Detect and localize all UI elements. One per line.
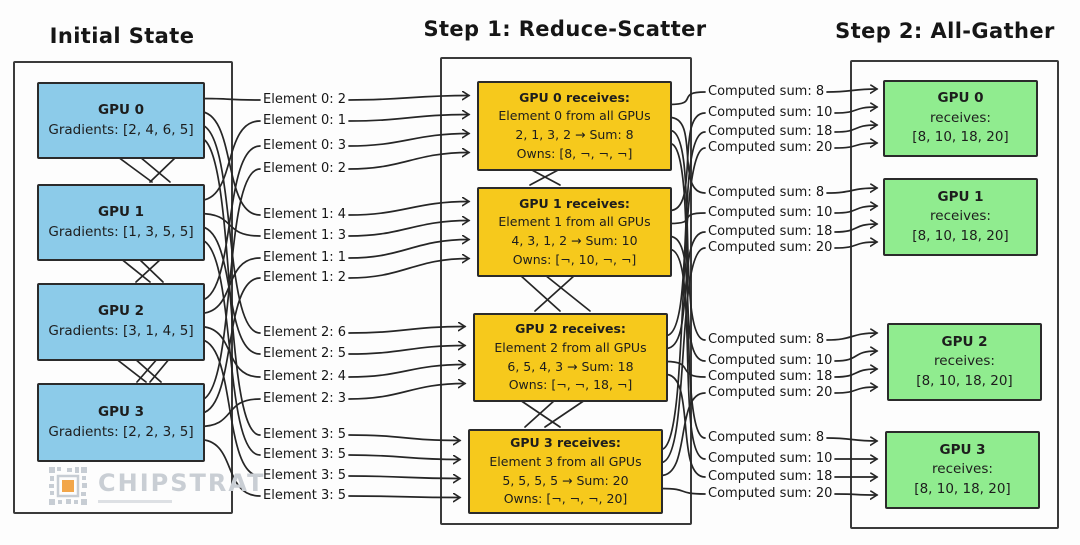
gather-box-name: GPU 0 xyxy=(937,90,984,107)
gpu-box-initial: GPU 1 Gradients: [1, 3, 5, 5] xyxy=(37,184,205,261)
reduce-box: GPU 1 receives: Element 1 from all GPUs … xyxy=(477,187,672,277)
gpu-gradients: Gradients: [2, 2, 3, 5] xyxy=(48,423,194,440)
computed-sum-label: Computed sum: 18 xyxy=(708,369,833,384)
all-gather-frame xyxy=(850,60,1059,529)
element-label: Element 3: 5 xyxy=(263,447,347,462)
computed-sum-label: Computed sum: 10 xyxy=(708,205,833,220)
element-label: Element 1: 2 xyxy=(263,270,347,285)
computed-sum-label: Computed sum: 10 xyxy=(708,105,833,120)
element-label: Element 0: 2 xyxy=(263,161,347,176)
gather-box-line: receives: xyxy=(932,461,993,478)
chipstrat-logo: CHIPSTRAT xyxy=(48,466,265,506)
element-label: Element 1: 1 xyxy=(263,250,347,265)
reduce-box-line: Element 1 from all GPUs xyxy=(498,214,651,230)
gather-box-line: [8, 10, 18, 20] xyxy=(914,480,1011,497)
gpu-name: GPU 0 xyxy=(97,101,145,118)
gather-box-name: GPU 3 xyxy=(939,441,986,458)
gather-box: GPU 3 receives: [8, 10, 18, 20] xyxy=(885,431,1040,509)
gpu-name: GPU 3 xyxy=(97,403,145,420)
reduce-box-title: GPU 3 receives: xyxy=(510,435,621,450)
computed-sum-label: Computed sum: 10 xyxy=(708,451,833,466)
element-label: Element 2: 6 xyxy=(263,325,347,340)
gpu-gradients: Gradients: [3, 1, 4, 5] xyxy=(48,323,194,339)
computed-sum-label: Computed sum: 20 xyxy=(708,385,833,400)
reduce-box-line: 5, 5, 5, 5 → Sum: 20 xyxy=(502,472,629,488)
computed-sum-label: Computed sum: 20 xyxy=(708,140,833,155)
gather-box-line: receives: xyxy=(934,353,995,370)
gather-box-line: receives: xyxy=(930,208,991,225)
element-label: Element 1: 4 xyxy=(263,207,347,222)
reduce-box: GPU 0 receives: Element 0 from all GPUs … xyxy=(477,81,672,171)
gather-box: GPU 2 receives: [8, 10, 18, 20] xyxy=(887,323,1042,401)
gpu-name: GPU 2 xyxy=(97,303,145,320)
reduce-box-line: Owns: [¬, ¬, 18, ¬] xyxy=(508,377,633,393)
element-label: Element 2: 5 xyxy=(263,346,347,361)
gather-box-line: [8, 10, 18, 20] xyxy=(916,372,1013,389)
gather-box-line: [8, 10, 18, 20] xyxy=(912,129,1009,146)
gather-box-line: [8, 10, 18, 20] xyxy=(912,227,1009,244)
gpu-box-initial: GPU 2 Gradients: [3, 1, 4, 5] xyxy=(37,283,205,361)
computed-sum-label: Computed sum: 8 xyxy=(708,185,825,200)
gpu-box-initial: GPU 3 Gradients: [2, 2, 3, 5] xyxy=(37,383,205,462)
element-label: Element 3: 5 xyxy=(263,427,347,442)
element-label: Element 2: 4 xyxy=(263,369,347,384)
computed-sum-label: Computed sum: 8 xyxy=(708,332,825,347)
gather-box-name: GPU 2 xyxy=(941,333,988,350)
computed-sum-label: Computed sum: 18 xyxy=(708,469,833,484)
computed-sum-label: Computed sum: 18 xyxy=(708,124,833,139)
logo-tagline-bar xyxy=(98,500,172,503)
reduce-box-line: Owns: [¬, ¬, ¬, 20] xyxy=(503,491,628,507)
gather-box: GPU 1 receives: [8, 10, 18, 20] xyxy=(883,178,1038,256)
initial-state-title: Initial State xyxy=(49,24,195,48)
chip-icon xyxy=(49,467,87,505)
reduce-box: GPU 3 receives: Element 3 from all GPUs … xyxy=(468,429,663,514)
computed-sum-label: Computed sum: 10 xyxy=(708,353,833,368)
element-label: Element 3: 5 xyxy=(263,468,347,483)
gather-box-line: receives: xyxy=(930,109,991,126)
reduce-box-line: Element 0 from all GPUs xyxy=(498,108,651,124)
computed-sum-label: Computed sum: 8 xyxy=(708,84,825,99)
computed-sum-label: Computed sum: 8 xyxy=(708,430,825,445)
gpu-name: GPU 1 xyxy=(97,203,145,220)
reduce-box-line: 2, 1, 3, 2 → Sum: 8 xyxy=(515,127,634,142)
reduce-box-line: Element 3 from all GPUs xyxy=(489,453,642,469)
reduce-box: GPU 2 receives: Element 2 from all GPUs … xyxy=(473,313,668,402)
step2-title: Step 2: All-Gather xyxy=(835,19,1055,43)
gpu-gradients: Gradients: [1, 3, 5, 5] xyxy=(48,223,194,240)
gpu-gradients: Gradients: [2, 4, 6, 5] xyxy=(48,121,194,138)
computed-sum-label: Computed sum: 18 xyxy=(708,224,833,239)
logo-text: CHIPSTRAT xyxy=(98,469,266,497)
element-label: Element 1: 3 xyxy=(263,228,347,243)
computed-sum-label: Computed sum: 20 xyxy=(708,486,833,501)
element-label: Element 0: 1 xyxy=(263,113,347,128)
computed-sum-label: Computed sum: 20 xyxy=(708,240,833,255)
element-label: Element 0: 2 xyxy=(263,92,347,107)
reduce-box-title: GPU 2 receives: xyxy=(515,321,626,336)
element-label: Element 3: 5 xyxy=(263,488,347,503)
gpu-box-initial: GPU 0 Gradients: [2, 4, 6, 5] xyxy=(37,82,205,159)
element-label: Element 2: 3 xyxy=(263,391,347,406)
gather-box-name: GPU 1 xyxy=(937,188,984,205)
reduce-box-line: Owns: [8, ¬, ¬, ¬] xyxy=(516,145,633,161)
reduce-box-line: 4, 3, 1, 2 → Sum: 10 xyxy=(511,233,638,248)
step1-title: Step 1: Reduce-Scatter xyxy=(423,17,707,41)
element-label: Element 0: 3 xyxy=(263,138,347,153)
reduce-box-line: 6, 5, 4, 3 → Sum: 18 xyxy=(507,358,634,374)
gather-box: GPU 0 receives: [8, 10, 18, 20] xyxy=(883,80,1038,157)
reduce-box-line: Element 2 from all GPUs xyxy=(494,339,647,355)
reduce-box-line: Owns: [¬, 10, ¬, ¬] xyxy=(512,251,637,267)
reduce-box-title: GPU 0 receives: xyxy=(519,89,630,105)
reduce-box-title: GPU 1 receives: xyxy=(519,195,630,211)
